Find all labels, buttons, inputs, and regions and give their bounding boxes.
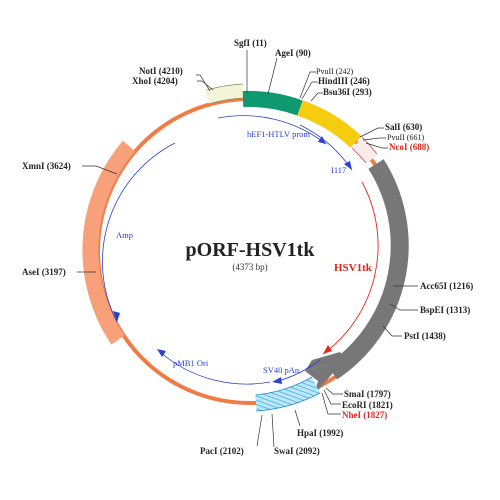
label-intron: I117 bbox=[331, 165, 346, 175]
site-pvuii-661: PvuII (661) bbox=[387, 133, 424, 142]
promoter-region bbox=[242, 90, 303, 116]
linker-region bbox=[352, 137, 378, 164]
intron-region bbox=[297, 100, 362, 148]
label-promoter: hEF1-HTLV prom bbox=[247, 129, 310, 139]
site-ncoi: NcoI (688) bbox=[389, 142, 429, 152]
site-hindiii: HindIII (246) bbox=[318, 76, 370, 86]
polya-region bbox=[255, 377, 321, 412]
site-bsu36i: Bsu36I (293) bbox=[323, 87, 372, 97]
promoter-arrow bbox=[217, 115, 327, 145]
orf-arrow-body bbox=[326, 159, 409, 380]
site-xhoi: XhoI (4204) bbox=[132, 76, 178, 86]
site-paci: PacI (2102) bbox=[200, 446, 244, 456]
label-ori: pMB1 Ori bbox=[173, 358, 209, 368]
plasmid-size: (4373 bp) bbox=[232, 262, 267, 272]
site-hpai: HpaI (1992) bbox=[297, 428, 343, 438]
plasmid-title: pORF-HSV1tk bbox=[186, 239, 316, 261]
site-swai: SwaI (2092) bbox=[274, 446, 320, 456]
site-psti: PstI (1438) bbox=[404, 331, 446, 341]
site-sgfi: SgfI (11) bbox=[234, 38, 267, 48]
site-nhei: NheI (1827) bbox=[342, 410, 387, 420]
site-xmni: XmnI (3624) bbox=[22, 161, 71, 171]
site-ticks bbox=[77, 50, 418, 448]
amp-arrow bbox=[102, 142, 176, 323]
site-noti: NotI (4210) bbox=[139, 66, 183, 76]
orf-arrow-line bbox=[322, 181, 379, 355]
label-amp: Amp bbox=[116, 230, 133, 240]
site-asei: AseI (3197) bbox=[22, 267, 66, 277]
site-ecori: EcoRI (1821) bbox=[342, 400, 393, 410]
site-sali: SalI (630) bbox=[385, 122, 422, 132]
ori-arrow bbox=[159, 351, 271, 385]
restriction-site-labels: SgfI (11) AgeI (90) PvuII (242) HindIII … bbox=[22, 38, 473, 456]
site-smai: SmaI (1797) bbox=[344, 389, 391, 399]
site-agei: AgeI (90) bbox=[275, 48, 311, 58]
site-pvuii-242: PvuII (242) bbox=[316, 67, 353, 76]
label-polya: SV40 pAn bbox=[263, 365, 300, 375]
multiple-cloning-block bbox=[205, 84, 244, 104]
amp-region bbox=[82, 140, 136, 345]
feature-labels: hEF1-HTLV prom I117 HSV1tk SV40 pAn pMB1… bbox=[116, 129, 373, 375]
site-bspei: BspEI (1313) bbox=[420, 305, 470, 315]
label-orf: HSV1tk bbox=[334, 262, 373, 274]
site-acc65i: Acc65I (1216) bbox=[420, 281, 473, 291]
